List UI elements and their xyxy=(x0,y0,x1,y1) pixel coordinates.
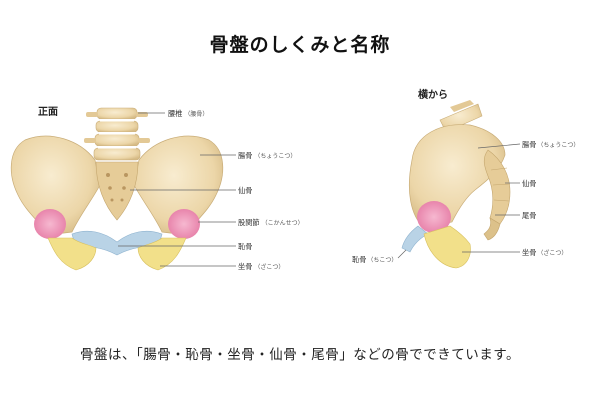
hip-joint-side xyxy=(417,201,451,233)
front-labels: 腰椎（腰骨） 腸骨（ちょうこつ） 仙骨 股関節（こかんせつ） 恥骨 坐骨（ざこつ… xyxy=(168,109,304,271)
ilium-left xyxy=(10,135,101,236)
label-sacrum: 仙骨 xyxy=(238,186,252,195)
label-side-sacrum: 仙骨 xyxy=(522,179,536,188)
label-hip-joint: 股関節（こかんせつ） xyxy=(238,218,304,227)
ischium-left xyxy=(47,237,97,271)
sacrum-side xyxy=(483,149,511,225)
pubis-side xyxy=(401,225,429,253)
lumbar-vertebrae xyxy=(84,107,150,161)
ilium-right xyxy=(133,135,224,236)
front-view-heading: 正面 xyxy=(38,107,58,118)
label-pubis: 恥骨 xyxy=(238,242,252,251)
label-side-coccyx: 尾骨 xyxy=(522,211,536,220)
front-leader-lines xyxy=(118,112,236,267)
side-view-heading: 横から xyxy=(418,90,448,101)
label-ischium: 坐骨（ざこつ） xyxy=(238,262,284,271)
label-side-ilium: 腸骨（ちょうこつ） xyxy=(522,140,579,149)
hip-joint-left xyxy=(34,209,66,239)
side-leader-lines xyxy=(397,143,521,259)
sacrum-front xyxy=(95,161,139,221)
hip-joint-right xyxy=(168,209,200,239)
label-side-ischium: 坐骨（ざこつ） xyxy=(522,248,567,257)
coccyx-side xyxy=(483,217,501,241)
caption-text: 骨盤は、「腸骨・恥骨・坐骨・仙骨・尾骨」などの骨でできています。 xyxy=(80,347,520,363)
page-title: 骨盤のしくみと名称 xyxy=(209,34,391,56)
ischium-side xyxy=(423,225,471,269)
side-labels: 腸骨（ちょうこつ） 仙骨 尾骨 坐骨（ざこつ） 恥骨（ちこつ） xyxy=(352,140,579,264)
label-side-pubis: 恥骨（ちこつ） xyxy=(352,255,397,264)
side-pelvis xyxy=(401,100,511,269)
label-lumbar: 腰椎（腰骨） xyxy=(168,109,208,118)
front-pelvis xyxy=(10,107,224,271)
label-ilium: 腸骨（ちょうこつ） xyxy=(238,151,296,160)
